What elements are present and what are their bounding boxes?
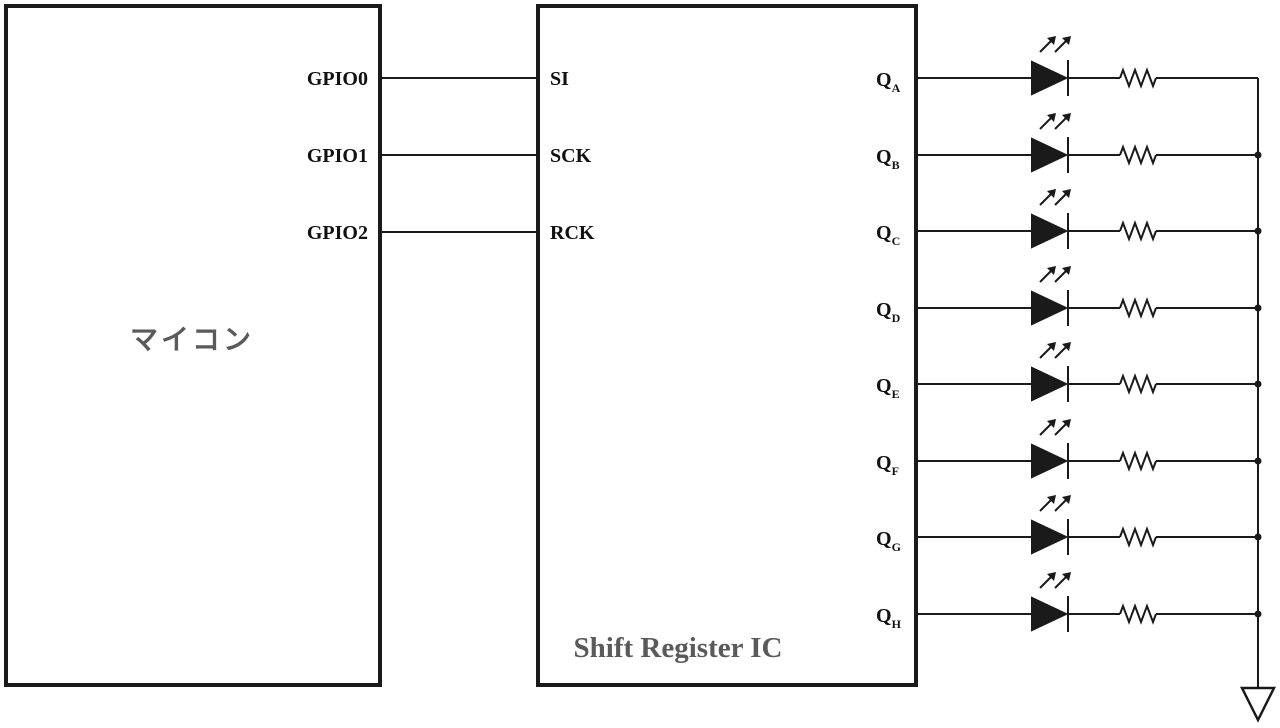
output-pin-subscript: F: [892, 464, 899, 478]
gpio-pin-label: GPIO2: [307, 222, 368, 244]
output-pin-label: QB: [876, 146, 900, 172]
output-pin-base: Q: [876, 528, 892, 550]
output-pin-label: QH: [876, 605, 902, 631]
output-pin-base: Q: [876, 375, 892, 397]
output-pin-base: Q: [876, 69, 892, 91]
output-pin-base: Q: [876, 222, 892, 244]
output-pin-subscript: D: [892, 311, 901, 325]
output-channel: QC: [876, 189, 1262, 249]
led-icon: [1031, 189, 1071, 249]
gpio-connection: GPIO1 SCK: [307, 145, 592, 167]
output-pin-subscript: B: [892, 158, 900, 172]
ic-input-label: SCK: [550, 145, 592, 167]
output-channel: QA: [876, 36, 1258, 96]
output-pin-base: Q: [876, 452, 892, 474]
led-icon: [1031, 36, 1071, 96]
gpio-pin-label: GPIO1: [307, 145, 368, 167]
led-icon: [1031, 419, 1071, 479]
output-channel: QE: [876, 342, 1262, 402]
resistor-icon: [1119, 144, 1157, 166]
output-channel: QB: [876, 113, 1262, 173]
output-pin-label: QF: [876, 452, 899, 478]
resistor-icon: [1119, 220, 1157, 242]
resistor-icon: [1119, 450, 1157, 472]
led-icon: [1031, 266, 1071, 326]
resistor-icon: [1119, 373, 1157, 395]
output-pin-base: Q: [876, 146, 892, 168]
resistor-icon: [1119, 67, 1157, 89]
resistor-icon: [1119, 603, 1157, 625]
shift-register-block: [536, 4, 918, 687]
output-pin-label: QC: [876, 222, 900, 248]
microcontroller-block: [4, 4, 382, 687]
output-channel: QH: [876, 572, 1262, 632]
gpio-connection: GPIO2 RCK: [307, 222, 595, 244]
ground-icon: [1239, 686, 1277, 723]
output-pin-subscript: G: [892, 540, 901, 554]
output-channel: QD: [876, 266, 1262, 326]
ic-input-label: SI: [550, 68, 569, 90]
output-pin-subscript: E: [892, 387, 900, 401]
output-channel: QF: [876, 419, 1262, 479]
led-icon: [1031, 342, 1071, 402]
output-pin-base: Q: [876, 605, 892, 627]
gpio-connections: GPIO0 SI GPIO1 SCK GPIO2 RCK: [307, 68, 595, 244]
output-pin-subscript: C: [892, 234, 901, 248]
resistor-icon: [1119, 297, 1157, 319]
shift-register-title: Shift Register IC: [574, 632, 783, 664]
microcontroller-label: マイコン: [130, 323, 254, 356]
output-pin-label: QG: [876, 528, 901, 554]
gpio-pin-label: GPIO0: [307, 68, 368, 90]
output-channel: QG: [876, 495, 1262, 555]
output-pin-subscript: H: [892, 617, 902, 631]
gpio-connection: GPIO0 SI: [307, 68, 569, 90]
output-pin-label: QA: [876, 69, 901, 95]
led-icon: [1031, 113, 1071, 173]
output-pin-subscript: A: [892, 81, 901, 95]
ground-rail: [1239, 78, 1277, 723]
led-icon: [1031, 572, 1071, 632]
output-pin-label: QE: [876, 375, 900, 401]
resistor-icon: [1119, 526, 1157, 548]
led-icon: [1031, 495, 1071, 555]
output-pin-base: Q: [876, 299, 892, 321]
ic-input-label: RCK: [550, 222, 595, 244]
output-pin-label: QD: [876, 299, 901, 325]
